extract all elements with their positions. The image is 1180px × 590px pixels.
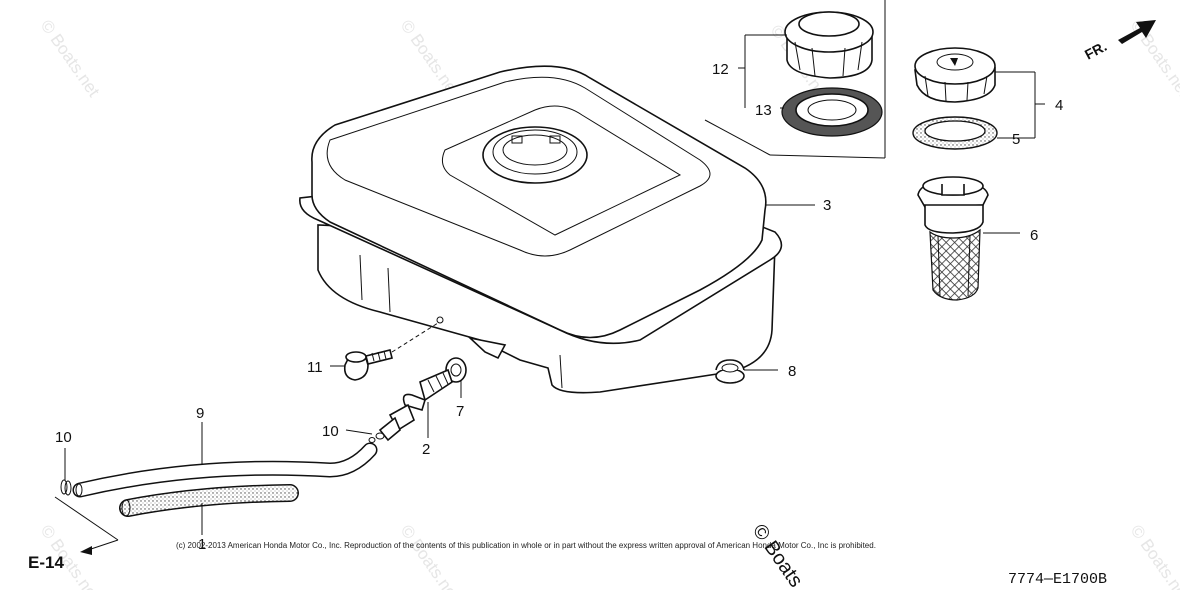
grommet-8 bbox=[715, 359, 745, 384]
fuel-tank bbox=[299, 65, 783, 394]
cap-gasket-5 bbox=[912, 116, 998, 150]
bolt-11 bbox=[343, 349, 393, 381]
copyright-notice: (c) 2002-2013 American Honda Motor Co., … bbox=[176, 541, 876, 550]
fuel-tube-9 bbox=[72, 442, 378, 498]
callout-6: 6 bbox=[1030, 227, 1038, 244]
callout-2: 2 bbox=[422, 441, 430, 458]
callout-13: 13 bbox=[755, 102, 772, 119]
callout-9: 9 bbox=[196, 405, 204, 422]
callout-1: 1 bbox=[198, 536, 206, 553]
clip-10 bbox=[60, 479, 72, 496]
callout-3: 3 bbox=[823, 197, 831, 214]
callout-7: 7 bbox=[456, 403, 464, 420]
callout-5: 5 bbox=[1012, 131, 1020, 148]
callout-bracket bbox=[704, 0, 886, 159]
watermark: © Boats.net bbox=[1127, 16, 1180, 100]
callout-11: 11 bbox=[307, 359, 323, 376]
watermark-dark: © Boats bbox=[748, 520, 807, 590]
arrow-icon bbox=[80, 546, 92, 555]
fuel-cap-12 bbox=[784, 11, 874, 79]
callout-bracket bbox=[995, 71, 1045, 139]
watermark: © Boats.net bbox=[37, 16, 104, 100]
figure-code: 7774—E1700B bbox=[1008, 571, 1107, 588]
fuel-valve-2 bbox=[368, 368, 453, 443]
section-reference: E-14 bbox=[28, 553, 64, 572]
watermark: © Boats.net bbox=[1127, 521, 1180, 590]
tube-1 bbox=[119, 484, 299, 517]
callout-10-left: 10 bbox=[55, 429, 72, 446]
callout-8: 8 bbox=[788, 363, 796, 380]
leader-line bbox=[345, 429, 373, 435]
leader-line bbox=[391, 322, 439, 353]
callout-10-valve: 10 bbox=[322, 423, 339, 440]
front-label: FR. bbox=[1082, 38, 1109, 63]
callout-numbers: 1 2 3 4 5 6 7 8 9 10 10 11 12 13 bbox=[55, 61, 1063, 553]
fuel-strainer-6 bbox=[917, 176, 989, 301]
callout-4: 4 bbox=[1055, 97, 1063, 114]
callout-12: 12 bbox=[712, 61, 729, 78]
fuel-cap-4 bbox=[914, 47, 996, 103]
watermark: © Boats.net bbox=[397, 521, 464, 590]
cap-gasket-13 bbox=[781, 87, 883, 137]
section-reference-arrow bbox=[54, 496, 119, 555]
front-arrow-icon bbox=[1118, 20, 1156, 44]
